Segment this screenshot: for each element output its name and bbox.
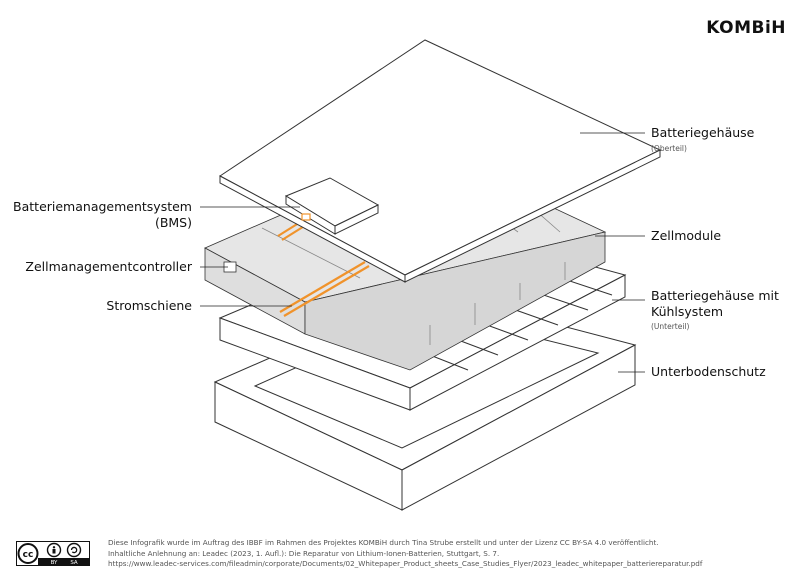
footer-line-2: Inhaltliche Anlehnung an: Leadec (2023, … <box>108 548 500 558</box>
label-cell-controller: Zellmanagementcontroller <box>25 259 192 274</box>
badge-by-text: BY <box>51 560 58 566</box>
svg-text:cc: cc <box>23 550 34 560</box>
by-person-icon <box>46 542 62 558</box>
label-bottom-housing-sub: (Unterteil) <box>651 322 690 331</box>
label-cell-modules: Zellmodule <box>651 228 722 243</box>
bms-box <box>284 177 380 235</box>
label-top-housing-sub: (Oberteil) <box>651 144 687 153</box>
kombih-logo: KOMBiH <box>706 18 786 38</box>
sa-share-icon <box>66 542 82 558</box>
badge-sa-text: SA <box>70 560 78 566</box>
cc-by-sa-badge: cc BY SA <box>16 541 90 566</box>
footer-line-1: Diese Infografik wurde im Auftrag des IB… <box>108 538 659 547</box>
footer-attribution: Diese Infografik wurde im Auftrag des IB… <box>108 538 788 570</box>
label-bottom-housing-line2: Kühlsystem <box>651 304 724 319</box>
label-top-housing: Batteriegehäuse <box>651 125 755 140</box>
label-bms-line2: (BMS) <box>154 215 192 230</box>
label-bottom-housing-line1: Batteriegehäuse mit <box>651 288 779 303</box>
leader-lines <box>200 132 645 373</box>
label-bms-line1: Batteriemanagementsystem <box>13 199 192 214</box>
footer-line-3: https://www.leadec-services.com/fileadmi… <box>108 559 703 568</box>
cc-icon: cc <box>17 543 39 564</box>
label-underbody: Unterbodenschutz <box>651 364 766 379</box>
label-busbar: Stromschiene <box>106 298 192 313</box>
